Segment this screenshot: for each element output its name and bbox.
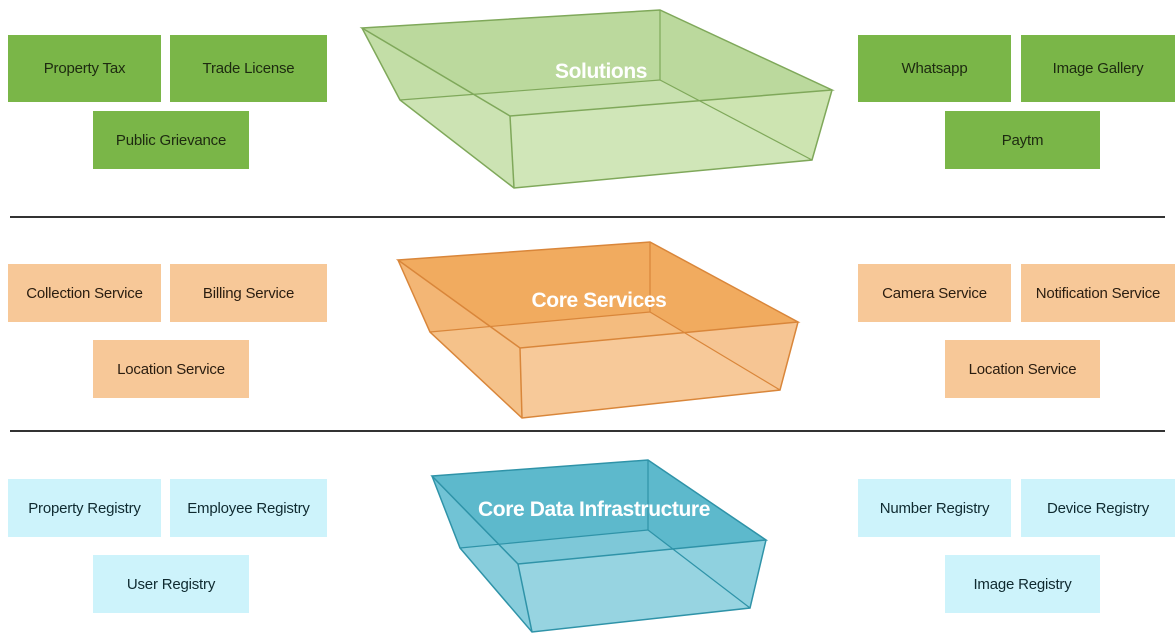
number-registry-box: Number Registry — [858, 479, 1011, 537]
user-registry-box: User Registry — [93, 555, 249, 613]
core-data-title: Core Data Infrastructure — [478, 498, 710, 521]
core-data-prism: Core Data Infrastructure — [430, 459, 769, 633]
trade-license-box: Trade License — [170, 35, 327, 102]
whatsapp-box: Whatsapp — [858, 35, 1011, 102]
device-registry-box: Device Registry — [1021, 479, 1175, 537]
solutions-prism: Solutions — [359, 9, 835, 189]
billing-service-box: Billing Service — [170, 264, 327, 322]
employee-registry-box: Employee Registry — [170, 479, 327, 537]
location-service-right-box: Location Service — [945, 340, 1100, 398]
solutions-title: Solutions — [555, 60, 647, 83]
image-registry-box: Image Registry — [945, 555, 1100, 613]
property-registry-box: Property Registry — [8, 479, 161, 537]
property-tax-box: Property Tax — [8, 35, 161, 102]
core-services-prism: Core Services — [395, 241, 801, 419]
core-services-title: Core Services — [532, 289, 667, 312]
camera-service-box: Camera Service — [858, 264, 1011, 322]
public-grievance-box: Public Grievance — [93, 111, 249, 169]
location-service-left-box: Location Service — [93, 340, 249, 398]
notification-service-box: Notification Service — [1021, 264, 1175, 322]
paytm-box: Paytm — [945, 111, 1100, 169]
image-gallery-box: Image Gallery — [1021, 35, 1175, 102]
collection-service-box: Collection Service — [8, 264, 161, 322]
divider-2 — [10, 430, 1165, 432]
divider-1 — [10, 216, 1165, 218]
